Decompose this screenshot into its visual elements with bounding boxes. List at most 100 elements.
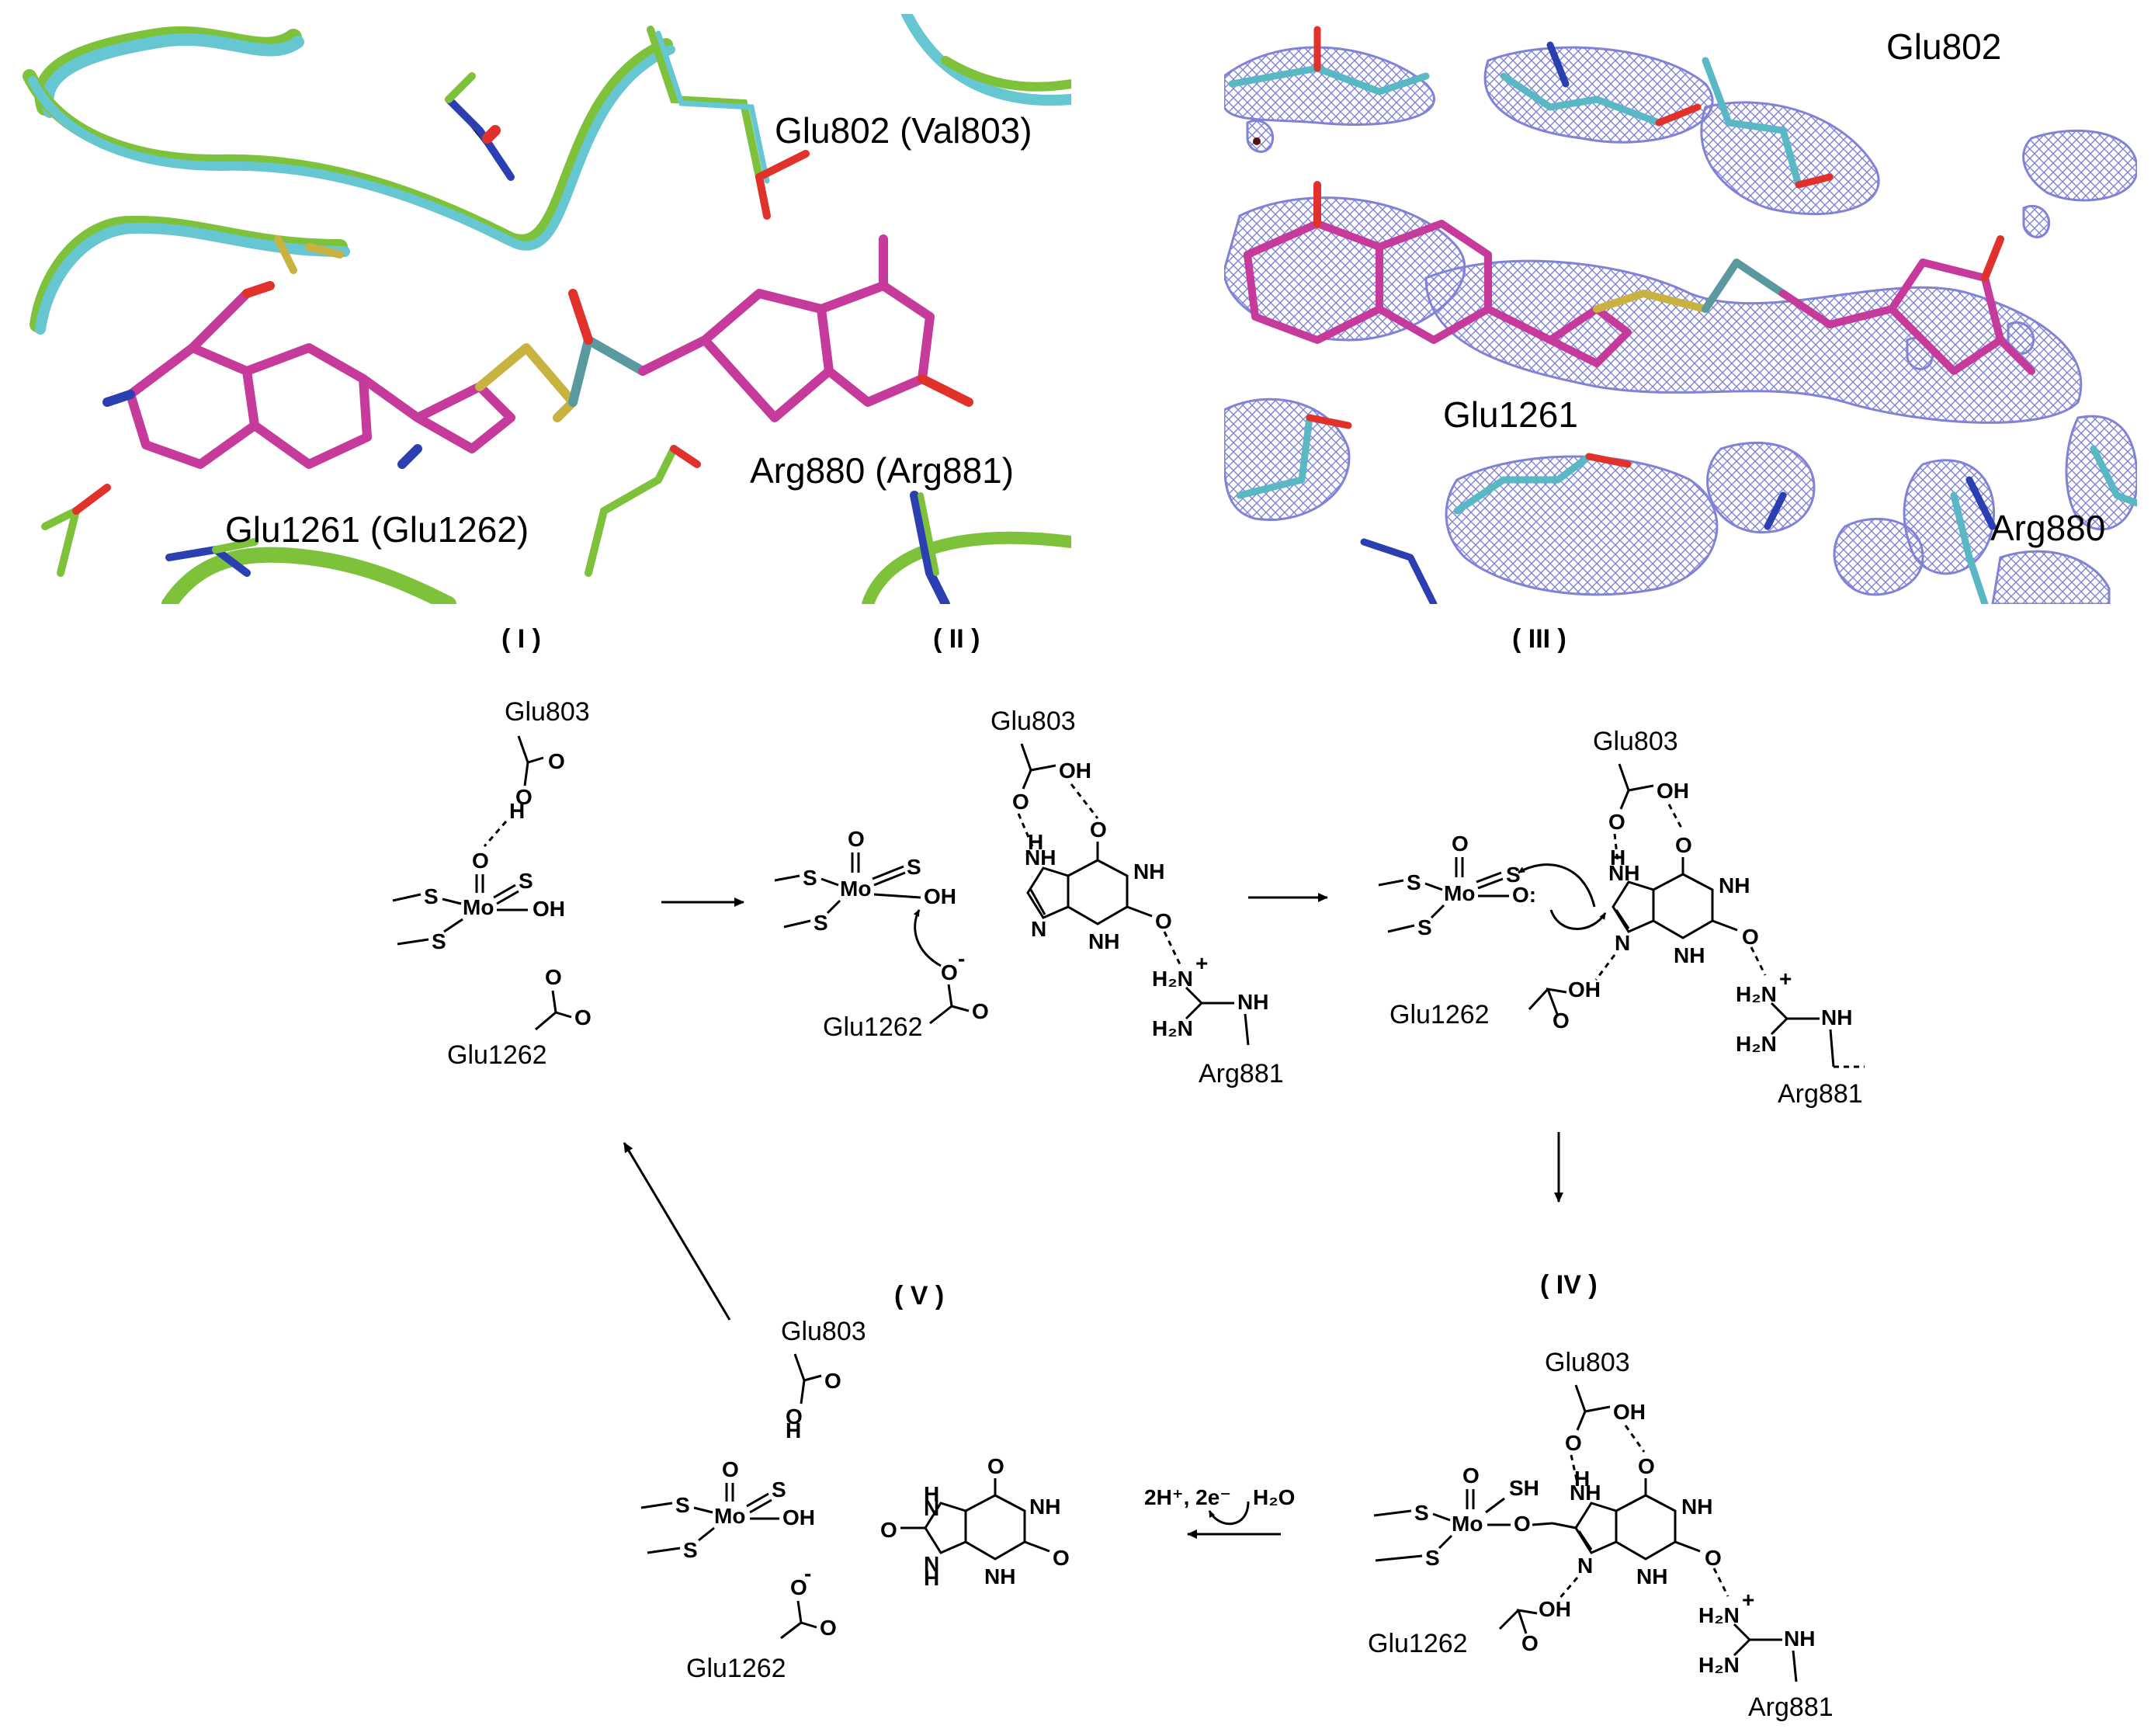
svg-text:H: H [1610,845,1625,870]
stage-I: Glu803 O O H O Mo S OH S S O O Glu126 [392,697,592,1070]
svg-text:O: O [790,1575,807,1599]
density-mesh [1224,46,2137,604]
svg-text:S: S [907,855,921,879]
stage-II-arg881: Arg881 [1199,1059,1284,1088]
stage-II-glu803: Glu803 [991,707,1076,736]
svg-text:S: S [1414,1501,1429,1525]
svg-text:H₂N: H₂N [1736,982,1777,1006]
svg-text:OH: OH [1568,977,1601,1002]
svg-text:NH: NH [1029,1495,1060,1519]
svg-text:SH: SH [1509,1476,1539,1500]
label-glu802-val803: Glu802 (Val803) [775,110,1032,151]
svg-text:O: O [574,1005,592,1029]
svg-text:O: O [941,960,958,984]
svg-text:O: O [548,749,565,773]
svg-text:NH: NH [1570,1481,1601,1505]
svg-text:OH: OH [1657,779,1689,803]
svg-text:S: S [432,929,446,953]
svg-text:S: S [1417,915,1432,939]
stage-label-V: ( V ) [894,1281,944,1311]
svg-text:NH: NH [1681,1495,1712,1519]
svg-text:N: N [924,1552,939,1576]
stage-I-glu803: Glu803 [505,697,590,727]
svg-text:H₂N: H₂N [1152,967,1193,991]
svg-text:O: O [848,827,865,851]
svg-text:H: H [924,1566,939,1590]
svg-text:O: O [1012,790,1029,814]
svg-text:O: O [515,785,533,809]
svg-text:OH: OH [782,1505,815,1529]
water-dot [1253,137,1261,145]
svg-text:NH: NH [1821,1005,1852,1029]
panel-label-I: ( I ) [501,624,541,654]
svg-text:+: + [1195,951,1208,975]
svg-text:O: O [1053,1546,1070,1570]
svg-text:NH: NH [1719,873,1750,898]
svg-text:O: O [1675,833,1692,857]
stage-II-glu1262: Glu1262 [823,1012,923,1042]
stage-III-glu803: Glu803 [1593,727,1678,756]
svg-text:H: H [786,1418,801,1443]
electron-density-panel: Glu802 Glu1261 Arg880 [1224,14,2137,604]
svg-text:NH: NH [1636,1564,1667,1588]
svg-text:+: + [1779,967,1792,991]
svg-text:O: O [824,1369,841,1393]
structure-overlay-panel: Glu802 (Val803) Arg880 (Arg881) Glu1261 … [14,14,1071,604]
svg-text:NH: NH [1674,943,1705,967]
stage-IV-glu803: Glu803 [1545,1348,1630,1377]
svg-text:O: O [1462,1463,1480,1488]
svg-text:S: S [772,1477,786,1502]
svg-text:H: H [1574,1467,1590,1491]
label-glu802: Glu802 [1886,26,2001,67]
svg-text:S: S [1506,863,1521,887]
svg-text:Mo: Mo [714,1504,745,1528]
svg-text:H: H [1028,830,1043,854]
stage-IV: Glu803 OH O O NH H N NH NH O H₂N + H₂ [1368,1348,1834,1722]
svg-text:NH: NH [1608,861,1639,885]
svg-text:NH: NH [1088,929,1119,953]
svg-text:H₂N: H₂N [1698,1653,1740,1677]
svg-text:O: O [880,1518,897,1542]
svg-text:NH: NH [1784,1627,1815,1651]
svg-text:S: S [814,911,828,935]
ligand-sticks [102,234,973,469]
svg-text:O: O [1514,1512,1531,1536]
model-sticks [1228,26,2137,604]
stage-V-glu803: Glu803 [781,1317,866,1346]
svg-text:O: O [820,1616,837,1640]
svg-text:NH: NH [1025,845,1056,870]
svg-text:S: S [519,869,533,893]
svg-text:O: O [972,999,989,1023]
svg-text:S: S [803,866,817,890]
svg-text:Mo: Mo [840,877,871,901]
svg-text:-: - [958,946,965,970]
ribbon-traces [23,14,1071,604]
svg-text:O: O [786,1404,803,1429]
stage-label-IV: ( IV ) [1540,1270,1598,1300]
svg-text:N: N [1615,931,1630,955]
svg-text:H: H [509,799,525,823]
svg-text:O: O [1521,1631,1539,1655]
label-arg880-arg881: Arg880 (Arg881) [750,450,1014,491]
stage-IV-arg881: Arg881 [1748,1693,1834,1722]
svg-text:NH: NH [1237,990,1268,1014]
stage-V: Glu803 O O H O Mo S OH S S O - O Glu12 [640,1317,1070,1683]
svg-text:OH: OH [1613,1400,1646,1424]
svg-text:S: S [424,884,439,908]
svg-text:O: O [722,1457,739,1481]
stage-III-glu1262: Glu1262 [1389,1000,1490,1029]
svg-text:O: O [1638,1454,1655,1478]
label-glu1261: Glu1261 [1443,394,1578,435]
svg-text:S: S [1425,1546,1440,1570]
svg-text:N: N [1577,1554,1593,1578]
svg-text:N: N [924,1496,939,1520]
svg-text:Mo: Mo [1452,1512,1483,1536]
reagent-water: H₂O [1253,1485,1295,1509]
svg-text:O: O [1608,810,1625,834]
panel-label-III: ( III ) [1512,624,1566,654]
svg-text:NH: NH [1133,859,1164,884]
svg-text:OH: OH [1059,759,1091,783]
svg-text:O: O [1452,832,1469,856]
panel-label-II: ( II ) [933,624,980,654]
